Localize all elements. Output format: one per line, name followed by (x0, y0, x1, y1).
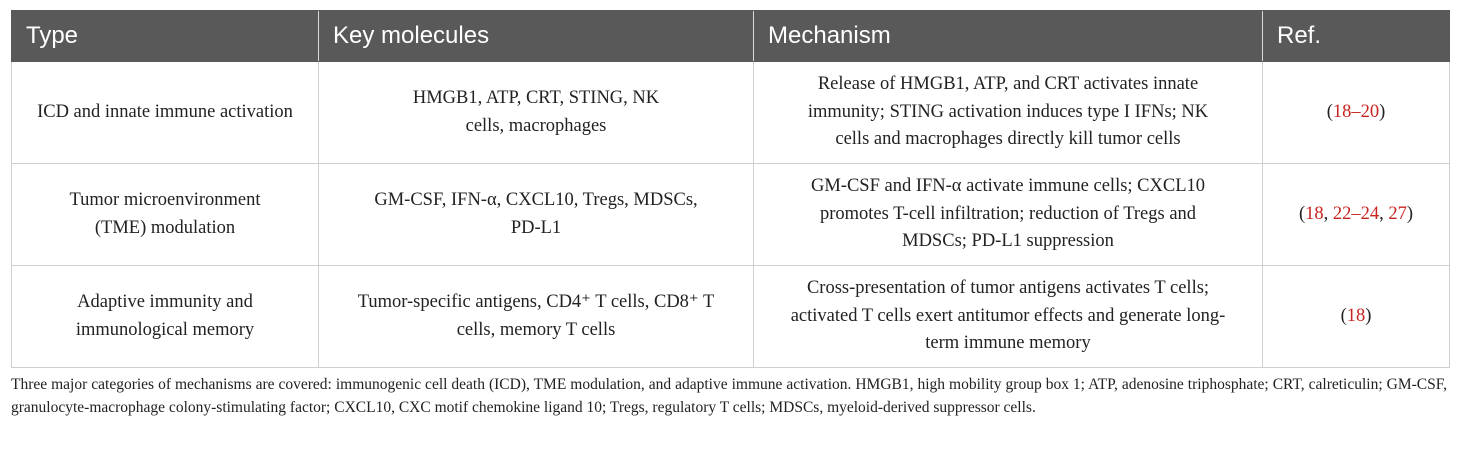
table-row: Adaptive immunity and immunological memor… (11, 265, 1450, 368)
cell-mechanism-line: term immune memory (925, 333, 1091, 354)
reference-link[interactable]: 18 (1346, 305, 1366, 326)
mechanisms-table: Type Key molecules Mechanism Ref. ICD an… (11, 10, 1450, 368)
reference-link[interactable]: 27 (1388, 203, 1407, 224)
cell-mechanism-line: cells and macrophages directly kill tumo… (835, 129, 1181, 150)
cell-mechanism-line: immunity; STING activation induces type … (807, 101, 1209, 122)
cell-type: Adaptive immunity and immunological memor… (11, 265, 319, 368)
header-key-molecules: Key molecules (318, 10, 754, 62)
reference-link[interactable]: 22–24 (1332, 203, 1380, 224)
cell-type: ICD and innate immune activation (11, 61, 319, 164)
table-row: ICD and innate immune activation HMGB1, A… (11, 61, 1450, 164)
cell-type-line: (TME) modulation (94, 217, 236, 238)
ref-paren-close: ) (1365, 305, 1372, 326)
cell-mechanism-line: activated T cells exert antitumor effect… (790, 305, 1226, 326)
cell-mechanism: Release of HMGB1, ATP, and CRT activates… (753, 61, 1263, 164)
cell-type-line: Tumor microenvironment (69, 190, 261, 210)
cell-key-molecules: Tumor-specific antigens, CD4⁺ T cells, C… (318, 265, 754, 368)
table-header: Type Key molecules Mechanism Ref. (11, 10, 1450, 62)
header-ref: Ref. (1262, 10, 1450, 62)
header-mechanism: Mechanism (753, 10, 1263, 62)
table-footnote: Three major categories of mechanisms are… (11, 376, 1447, 416)
cell-key-molecules-line: HMGB1, ATP, CRT, STING, NK (412, 88, 660, 108)
ref-paren-close: ) (1406, 203, 1414, 224)
cell-type-line: immunological memory (75, 319, 255, 340)
reference-link[interactable]: 18 (1305, 203, 1324, 224)
cell-key-molecules-line: PD-L1 (510, 217, 562, 238)
cell-mechanism-line: GM-CSF and IFN-α activate immune cells; … (810, 176, 1206, 197)
ref-separator: , (1379, 203, 1389, 224)
cell-ref: (18, 22–24, 27) (1262, 163, 1450, 266)
cell-mechanism: GM-CSF and IFN-α activate immune cells; … (753, 163, 1263, 266)
header-row: Type Key molecules Mechanism Ref. (11, 10, 1450, 62)
cell-ref: (18–20) (1262, 61, 1450, 164)
ref-paren-open: ( (1298, 203, 1306, 224)
reference-link[interactable]: 18–20 (1332, 101, 1380, 122)
cell-ref: (18) (1262, 265, 1450, 368)
cell-mechanism-line: MDSCs; PD-L1 suppression (902, 231, 1114, 252)
cell-mechanism-line: promotes T-cell infiltration; reduction … (819, 203, 1197, 224)
table-row: Tumor microenvironment (TME) modulation GM… (11, 163, 1450, 266)
cell-key-molecules-line: GM-CSF, IFN-α, CXCL10, Tregs, MDSCs, (374, 190, 698, 210)
ref-paren-open: ( (1326, 101, 1333, 122)
cell-type-line: ICD and innate immune activation (37, 101, 293, 122)
ref-paren-close: ) (1379, 101, 1386, 122)
cell-key-molecules-line: cells, memory T cells (456, 319, 616, 340)
cell-key-molecules: HMGB1, ATP, CRT, STING, NK cells, macroph… (318, 61, 754, 164)
cell-type: Tumor microenvironment (TME) modulation (11, 163, 319, 266)
cell-key-molecules-line: cells, macrophages (465, 115, 607, 136)
ref-paren-open: ( (1340, 305, 1347, 326)
cell-key-molecules-line: Tumor-specific antigens, CD4⁺ T cells, C… (357, 292, 715, 312)
cell-type-line: Adaptive immunity and (77, 292, 253, 312)
ref-separator: , (1323, 203, 1333, 224)
header-type: Type (11, 10, 319, 62)
cell-mechanism-line: Cross-presentation of tumor antigens act… (806, 278, 1210, 299)
mechanisms-table-container: Type Key molecules Mechanism Ref. ICD an… (11, 10, 1450, 368)
cell-mechanism: Cross-presentation of tumor antigens act… (753, 265, 1263, 368)
cell-key-molecules: GM-CSF, IFN-α, CXCL10, Tregs, MDSCs, PD-L… (318, 163, 754, 266)
cell-mechanism-line: Release of HMGB1, ATP, and CRT activates… (817, 74, 1199, 95)
table-body: ICD and innate immune activation HMGB1, A… (11, 61, 1450, 368)
